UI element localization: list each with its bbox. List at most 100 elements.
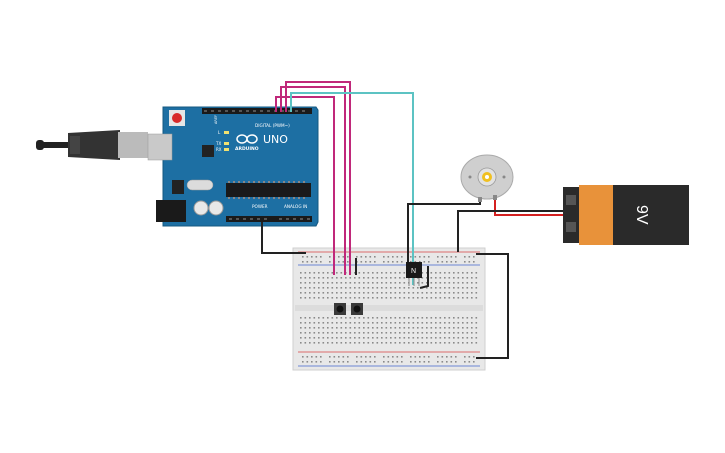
breadboard-hole bbox=[363, 287, 365, 289]
breadboard-hole bbox=[412, 322, 415, 324]
breadboard-hole bbox=[318, 292, 320, 294]
arduino-uno-board[interactable]: L TX RX UNO ARDUINO DIGITAL (PWM~) POWER… bbox=[147, 106, 319, 227]
breadboard-hole bbox=[475, 287, 478, 289]
breadboard-hole bbox=[444, 317, 446, 319]
breadboard[interactable] bbox=[292, 247, 486, 371]
breadboard-hole bbox=[414, 256, 417, 258]
breadboard-hole bbox=[468, 261, 471, 263]
wire-magenta-3[interactable] bbox=[275, 96, 335, 275]
motor-screw bbox=[502, 175, 506, 179]
breadboard-hole bbox=[392, 256, 394, 258]
breadboard-hole bbox=[399, 282, 401, 284]
breadboard-hole bbox=[306, 261, 309, 263]
breadboard-hole bbox=[336, 287, 338, 289]
breadboard-hole bbox=[313, 292, 316, 294]
breadboard-hole bbox=[457, 282, 460, 284]
breadboard-hole bbox=[331, 322, 334, 324]
led-label-l: L bbox=[218, 130, 221, 135]
led-tx bbox=[224, 142, 229, 145]
breadboard-hole bbox=[376, 342, 379, 344]
breadboard-hole bbox=[342, 256, 345, 258]
breadboard-hole bbox=[327, 317, 329, 319]
breadboard-hole bbox=[304, 342, 307, 344]
breadboard-hole bbox=[408, 342, 410, 344]
wire-magenta-1[interactable] bbox=[280, 86, 346, 275]
breadboard-hole bbox=[383, 256, 385, 258]
breadboard-hole bbox=[300, 297, 302, 299]
breadboard-hole bbox=[412, 287, 415, 289]
breadboard-hole bbox=[453, 282, 455, 284]
breadboard-hole bbox=[327, 272, 329, 274]
breadboard-hole bbox=[475, 317, 478, 319]
breadboard-hole bbox=[327, 282, 329, 284]
breadboard-hole bbox=[462, 317, 464, 319]
breadboard-hole bbox=[437, 256, 439, 258]
wire-motor-battery-pos[interactable] bbox=[494, 196, 565, 216]
breadboard-hole bbox=[313, 282, 316, 284]
breadboard-hole bbox=[318, 322, 320, 324]
breadboard-hole bbox=[471, 337, 473, 339]
push-button-1[interactable] bbox=[334, 303, 346, 315]
breadboard-hole bbox=[439, 342, 442, 344]
board-usb-connector bbox=[147, 133, 173, 161]
reset-button[interactable] bbox=[172, 113, 182, 123]
wire-gnd-arduino[interactable] bbox=[261, 222, 306, 254]
breadboard-hole bbox=[473, 356, 475, 358]
power-jack[interactable] bbox=[156, 200, 186, 222]
breadboard-hole bbox=[381, 337, 383, 339]
breadboard-hole bbox=[457, 287, 460, 289]
breadboard-hole bbox=[354, 317, 356, 319]
motor-terminal bbox=[493, 195, 497, 200]
breadboard-hole bbox=[349, 332, 352, 334]
breadboard-hole bbox=[462, 277, 464, 279]
breadboard-hole bbox=[345, 282, 347, 284]
npn-transistor[interactable]: N bbox=[406, 262, 422, 286]
breadboard-hole bbox=[360, 356, 363, 358]
breadboard-hole bbox=[457, 322, 460, 324]
breadboard-hole bbox=[367, 292, 370, 294]
breadboard-hole bbox=[444, 342, 446, 344]
wire-cyan[interactable] bbox=[290, 92, 414, 285]
breadboard-center-channel bbox=[295, 305, 483, 311]
dc-motor[interactable] bbox=[460, 154, 514, 202]
wire-rail-jumper[interactable] bbox=[476, 253, 509, 359]
breadboard-hole bbox=[428, 361, 430, 363]
breadboard-hole bbox=[322, 317, 325, 319]
breadboard-hole bbox=[363, 272, 365, 274]
breadboard-hole bbox=[466, 292, 469, 294]
breadboard-hole bbox=[336, 292, 338, 294]
breadboard-hole bbox=[390, 272, 392, 274]
breadboard-hole bbox=[349, 317, 352, 319]
breadboard-hole bbox=[394, 292, 397, 294]
breadboard-hole bbox=[390, 322, 392, 324]
breadboard-hole bbox=[394, 322, 397, 324]
push-button-2[interactable] bbox=[351, 303, 363, 315]
breadboard-hole bbox=[327, 337, 329, 339]
breadboard-hole bbox=[327, 332, 329, 334]
breadboard-hole bbox=[473, 361, 475, 363]
battery-9v[interactable]: 9V bbox=[563, 185, 689, 245]
breadboard-hole bbox=[318, 282, 320, 284]
breadboard-hole bbox=[300, 292, 302, 294]
breadboard-hole bbox=[376, 322, 379, 324]
wire-battery-neg[interactable] bbox=[457, 210, 565, 252]
breadboard-hole bbox=[309, 277, 311, 279]
breadboard-hole bbox=[417, 342, 419, 344]
breadboard-hole bbox=[471, 292, 473, 294]
breadboard-hole bbox=[329, 256, 331, 258]
breadboard-hole bbox=[367, 342, 370, 344]
breadboard-hole bbox=[385, 272, 388, 274]
breadboard-hole bbox=[441, 261, 444, 263]
breadboard-hole bbox=[448, 327, 451, 329]
breadboard-hole bbox=[369, 256, 372, 258]
breadboard-hole bbox=[471, 287, 473, 289]
breadboard-hole bbox=[394, 282, 397, 284]
wire-transistor-emitter[interactable] bbox=[419, 266, 429, 289]
breadboard-hole bbox=[390, 282, 392, 284]
breadboard-hole bbox=[360, 361, 363, 363]
breadboard-hole bbox=[340, 317, 343, 319]
breadboard-hole bbox=[439, 322, 442, 324]
breadboard-hole bbox=[435, 332, 437, 334]
breadboard-hole bbox=[302, 261, 304, 263]
breadboard-hole bbox=[376, 287, 379, 289]
